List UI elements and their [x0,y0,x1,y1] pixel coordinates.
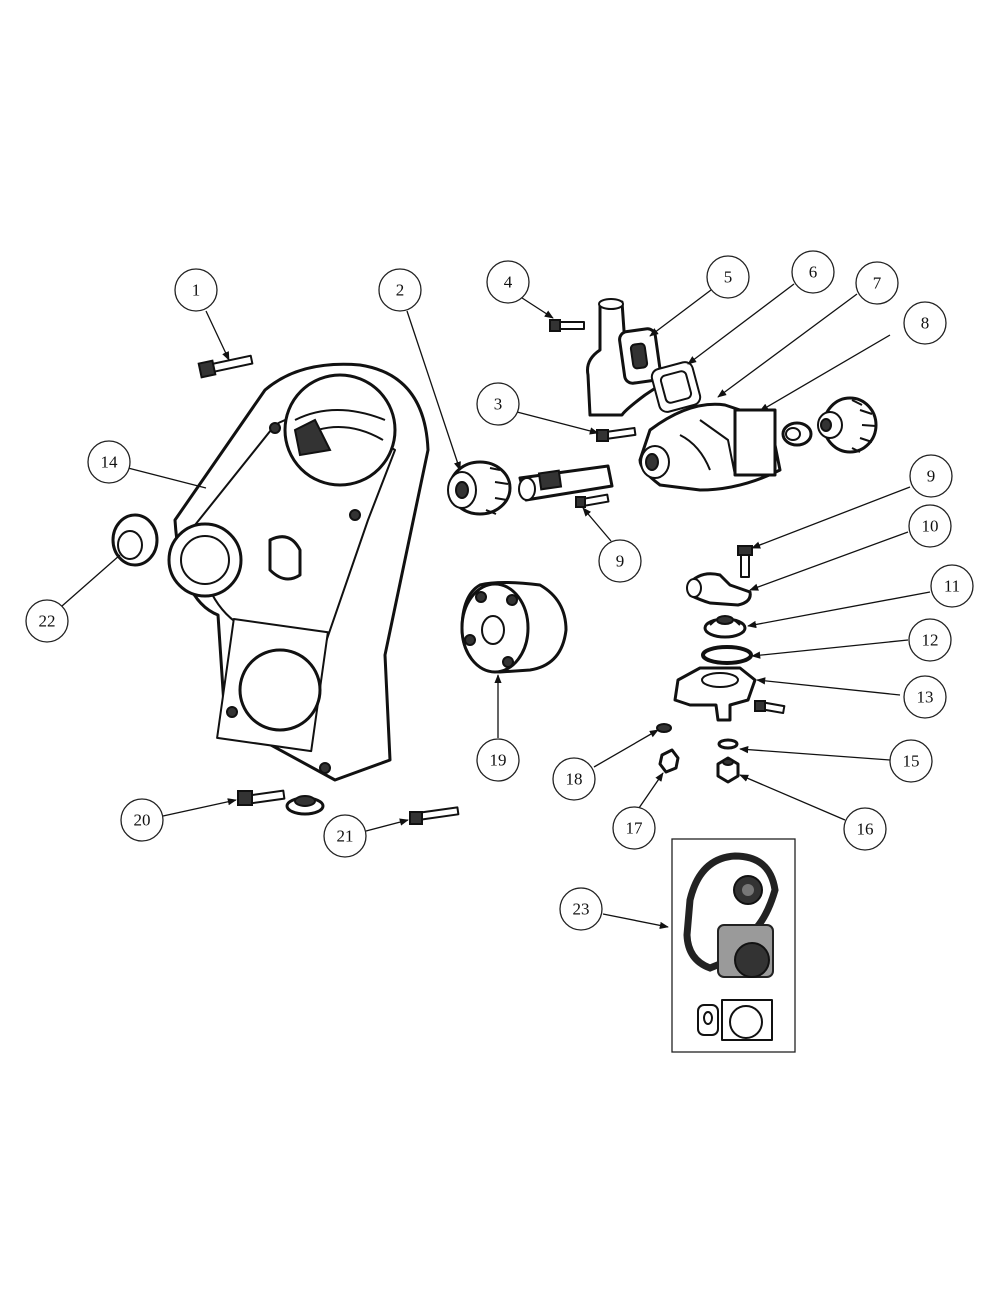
svg-text:11: 11 [944,577,960,596]
svg-text:23: 23 [573,900,590,919]
callout-12: 12 [908,618,952,662]
callout-13: 13 [903,675,947,719]
sensor-washer [717,738,739,750]
svg-text:14: 14 [101,453,119,472]
cover-bolt [197,354,254,379]
thermostat-housing [673,666,786,722]
timing-belt-kit [671,838,796,1053]
outlet-gasket [650,361,702,413]
thermostat-bolt [737,545,753,578]
svg-text:10: 10 [922,517,939,536]
callout-6: 6 [791,250,835,294]
water-outlet-elbow [586,298,662,417]
thermostat-cover [686,572,752,607]
thermostat [703,615,747,639]
pump-impeller [817,396,878,454]
svg-text:9: 9 [927,467,936,486]
callout-7: 7 [855,261,899,305]
svg-text:3: 3 [494,395,503,414]
svg-text:19: 19 [490,751,507,770]
callout-11: 11 [930,564,974,608]
svg-text:1: 1 [192,281,201,300]
callout-18: 18 [552,757,596,801]
rubber-grommet [285,795,325,816]
front-oil-seal [111,513,159,567]
nut [658,748,680,774]
callout-8: 8 [903,301,947,345]
temperature-sensor [716,756,740,784]
svg-text:17: 17 [626,819,644,838]
callout-23: 23 [559,887,603,931]
callout-10: 10 [908,504,952,548]
washer [656,723,672,733]
svg-text:21: 21 [337,827,354,846]
callout-3: 3 [476,382,520,426]
callout-22: 22 [25,599,69,643]
svg-text:5: 5 [724,268,733,287]
svg-text:22: 22 [39,612,56,631]
svg-text:13: 13 [917,688,934,707]
svg-text:9: 9 [616,552,625,571]
callout-14: 14 [87,440,131,484]
leader-lines [61,283,931,929]
svg-text:8: 8 [921,314,930,333]
callout-5: 5 [706,255,750,299]
callout-17: 17 [612,806,656,850]
callout-21: 21 [323,814,367,858]
timing-belt-cover [167,362,430,782]
crankshaft-pulley [460,581,568,674]
timing-pulley [447,460,512,516]
callout-16: 16 [843,807,887,851]
svg-text:18: 18 [566,770,583,789]
callout-19: 19 [476,738,520,782]
callout-9-upper: 9 [909,454,953,498]
callout-9-lower: 9 [598,539,642,583]
callout-20: 20 [120,798,164,842]
water-pump-housing [638,402,782,492]
pump-seal [781,421,813,447]
callout-1: 1 [174,268,218,312]
housing-bolt [596,426,637,442]
callout-15: 15 [889,739,933,783]
pump-shaft [518,464,614,502]
svg-text:7: 7 [873,274,882,293]
cover-bolt-lower [237,789,286,806]
svg-text:6: 6 [809,263,818,282]
cover-bolt-long [409,806,460,825]
svg-text:16: 16 [857,820,874,839]
svg-text:20: 20 [134,811,151,830]
elbow-bolt [549,319,585,332]
callout-2: 2 [378,268,422,312]
callout-4: 4 [486,260,530,304]
thermostat-seal [701,645,753,665]
svg-text:12: 12 [922,631,939,650]
svg-text:2: 2 [396,281,405,300]
svg-text:4: 4 [504,273,513,292]
svg-text:15: 15 [903,752,920,771]
shaft-bolt [575,493,610,508]
